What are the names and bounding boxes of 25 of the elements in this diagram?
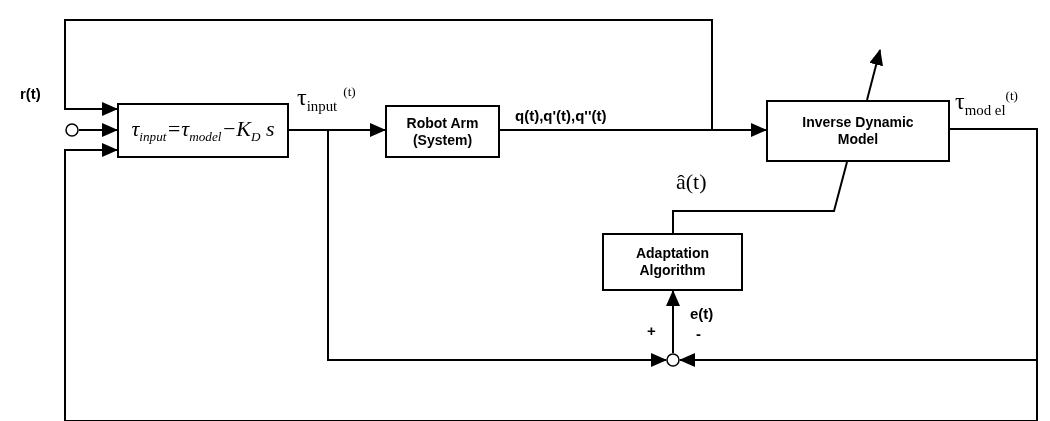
arrow (666, 290, 680, 354)
edge-label: q(t),q'(t),q''(t) (515, 108, 607, 125)
summing-junction (666, 353, 680, 367)
edge-label: e(t) (690, 306, 714, 323)
arrow (64, 143, 1038, 421)
block-box (602, 233, 743, 291)
arrow (866, 49, 883, 101)
sign-label: + (647, 323, 656, 340)
block-label: Adaptation Algorithm (634, 245, 711, 279)
signal-label: r(t) (20, 86, 41, 103)
arrow (679, 128, 1038, 367)
block-box (117, 103, 289, 158)
arrow (64, 19, 713, 131)
input-terminal (65, 123, 79, 137)
block-label: Robot Arm (System) (405, 114, 480, 149)
block-box (385, 105, 500, 158)
arrow (327, 129, 667, 367)
arrow (288, 123, 386, 137)
arrow (78, 123, 118, 137)
control-law: τ$_{input}$=τ$_{model}$−K$_{D}$ s (131, 115, 275, 146)
sign-label: - (696, 326, 701, 343)
block-box (766, 100, 950, 162)
edge-label: â(t) (676, 170, 707, 195)
block-label: Inverse Dynamic Model (801, 114, 915, 148)
signal-line (672, 161, 848, 234)
